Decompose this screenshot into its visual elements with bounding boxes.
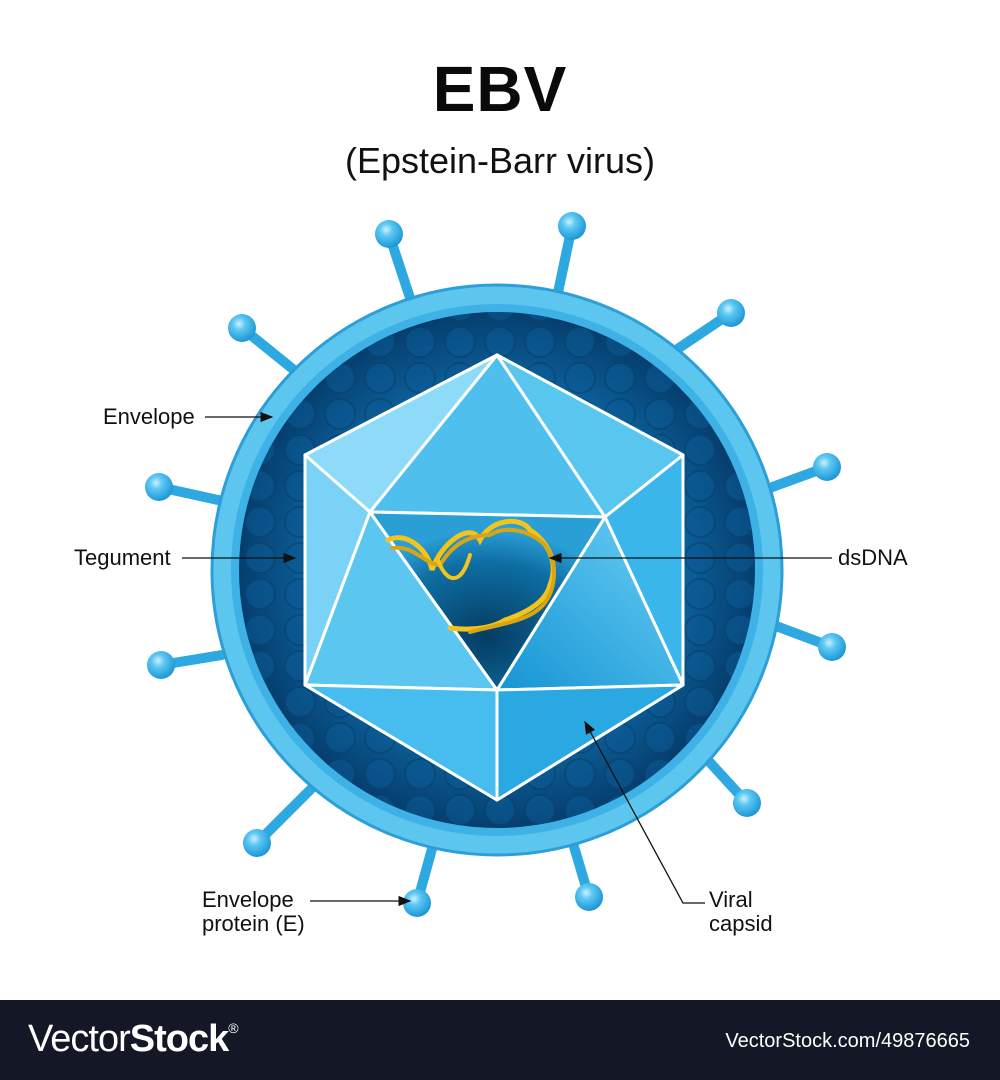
label-viral-capsid-line1: Viral — [709, 887, 753, 912]
image-id-url: VectorStock.com/49876665 — [725, 1030, 970, 1052]
diagram-subtitle: (Epstein-Barr virus) — [344, 140, 656, 181]
label-envelope-protein: Envelope protein (E) — [202, 888, 305, 936]
ebv-virus-illustration — [145, 212, 846, 917]
label-dsdna: dsDNA — [838, 545, 908, 570]
diagram-title: EBV — [432, 53, 568, 125]
watermark-footer: VectorStock® VectorStock.com/49876665 — [0, 1000, 1000, 1080]
label-envelope-protein-line1: Envelope — [202, 887, 294, 912]
label-tegument: Tegument — [74, 545, 171, 570]
label-viral-capsid: Viral capsid — [709, 888, 773, 936]
label-envelope: Envelope — [103, 404, 195, 429]
vectorstock-logo: VectorStock® — [28, 1018, 239, 1060]
label-viral-capsid-line2: capsid — [709, 911, 773, 936]
label-envelope-protein-line2: protein (E) — [202, 911, 305, 936]
dsdna-helix — [385, 518, 557, 634]
viral-capsid — [303, 353, 685, 802]
